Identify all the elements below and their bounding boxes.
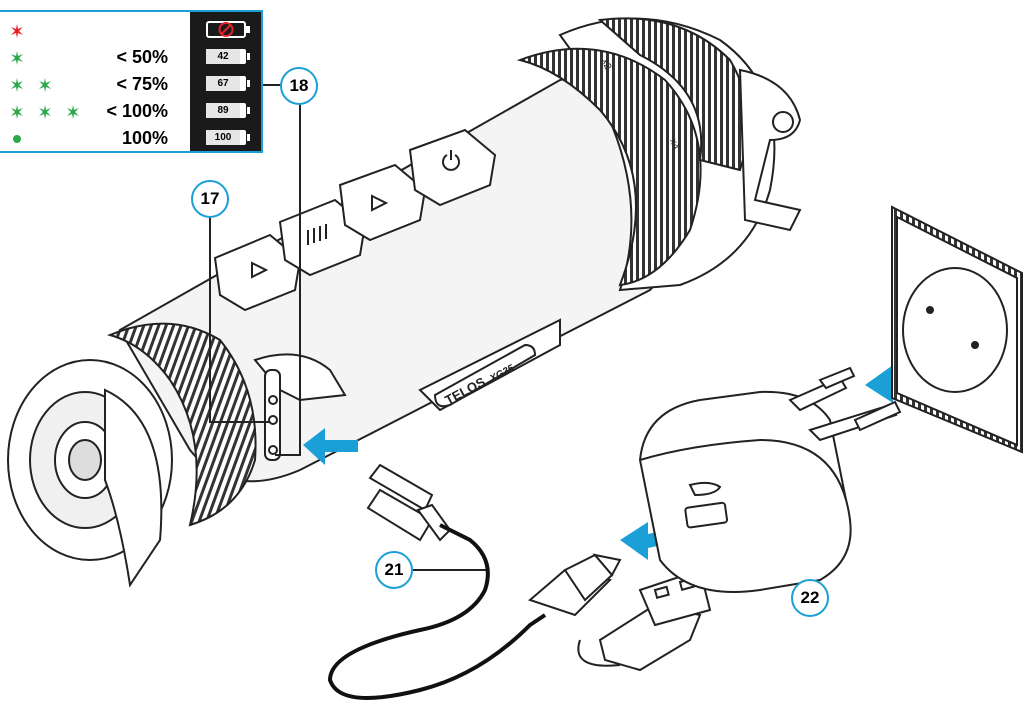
callout-22: 22 — [791, 579, 829, 617]
monocular-body — [7, 17, 802, 588]
legend-row-75: < 75% — [0, 72, 192, 98]
led-green-steady-icon — [13, 135, 21, 143]
legend-label-75: < 75% — [116, 74, 168, 94]
zoom-mark-x4: x4 — [667, 137, 681, 151]
button-up — [338, 163, 427, 242]
legend-row-full: 100% — [0, 126, 192, 152]
led-green-blink-icon — [11, 51, 23, 65]
battery-67-icon: 67 — [206, 76, 250, 91]
led-green-blink-icon — [39, 105, 51, 119]
callout-18: 18 — [280, 67, 318, 105]
led-green-blink-icon — [11, 105, 23, 119]
charger — [638, 366, 902, 593]
battery-89-icon: 89 — [206, 103, 250, 118]
leader-18 — [275, 104, 301, 456]
legend-row-empty — [0, 18, 192, 44]
button-power — [408, 128, 497, 207]
battery-100-icon: 100 — [206, 130, 250, 145]
battery-42-icon: 42 — [206, 49, 250, 64]
led-green-blink-icon — [11, 78, 23, 92]
zoom-mark-x2: x2 — [599, 57, 613, 71]
legend-label-full: 100% — [121, 128, 168, 148]
legend-label-50: < 50% — [116, 47, 168, 67]
led-green-blink-icon — [39, 78, 51, 92]
legend-label-lt100: < 100% — [106, 101, 168, 121]
usb-c-cable — [327, 463, 712, 700]
charge-level-legend: < 50% < 75% < 100% — [0, 10, 263, 153]
led-red-blink-icon — [11, 24, 23, 38]
led-green-blink-icon — [67, 105, 79, 119]
arrow-usb-to-device — [303, 428, 358, 465]
legend-row-50: < 50% — [0, 45, 192, 71]
legend-row-100: < 100% — [0, 99, 192, 125]
battery-empty-crossed-icon — [206, 21, 250, 38]
wall-outlet — [891, 205, 1023, 454]
button-down — [213, 233, 302, 312]
callout-21: 21 — [375, 551, 413, 589]
callout-17: 17 — [191, 180, 229, 218]
leader-17 — [209, 215, 270, 423]
